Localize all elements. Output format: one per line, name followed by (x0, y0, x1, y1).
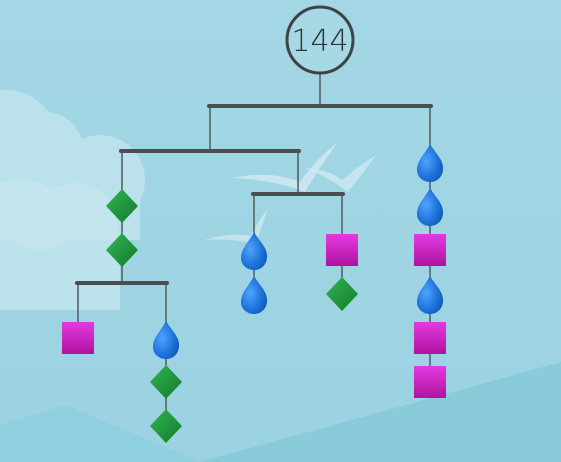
drop-piece[interactable] (417, 188, 444, 226)
diamond-piece[interactable] (106, 233, 138, 267)
drop-piece[interactable] (417, 144, 444, 182)
square-piece[interactable] (62, 322, 94, 354)
square-piece[interactable] (414, 366, 446, 398)
mobile-bars (75, 104, 433, 285)
total-weight-text: 144 (291, 24, 348, 59)
hill (200, 362, 561, 462)
square-piece[interactable] (326, 234, 358, 266)
cloud-decoration-front (0, 180, 120, 310)
drop-piece[interactable] (241, 276, 268, 314)
square-piece[interactable] (414, 322, 446, 354)
bird-icon (305, 155, 376, 192)
ground (0, 405, 200, 462)
bird-icon (232, 142, 338, 192)
diamond-piece[interactable] (150, 409, 182, 443)
diamond-piece[interactable] (326, 277, 358, 311)
diamond-piece[interactable] (106, 189, 138, 223)
drop-piece[interactable] (417, 276, 444, 314)
bird-icon (204, 208, 268, 244)
diamond-piece[interactable] (150, 365, 182, 399)
square-piece[interactable] (414, 234, 446, 266)
drop-piece[interactable] (241, 232, 268, 270)
total-weight-badge: 144 (285, 5, 355, 75)
drop-piece[interactable] (153, 321, 180, 359)
